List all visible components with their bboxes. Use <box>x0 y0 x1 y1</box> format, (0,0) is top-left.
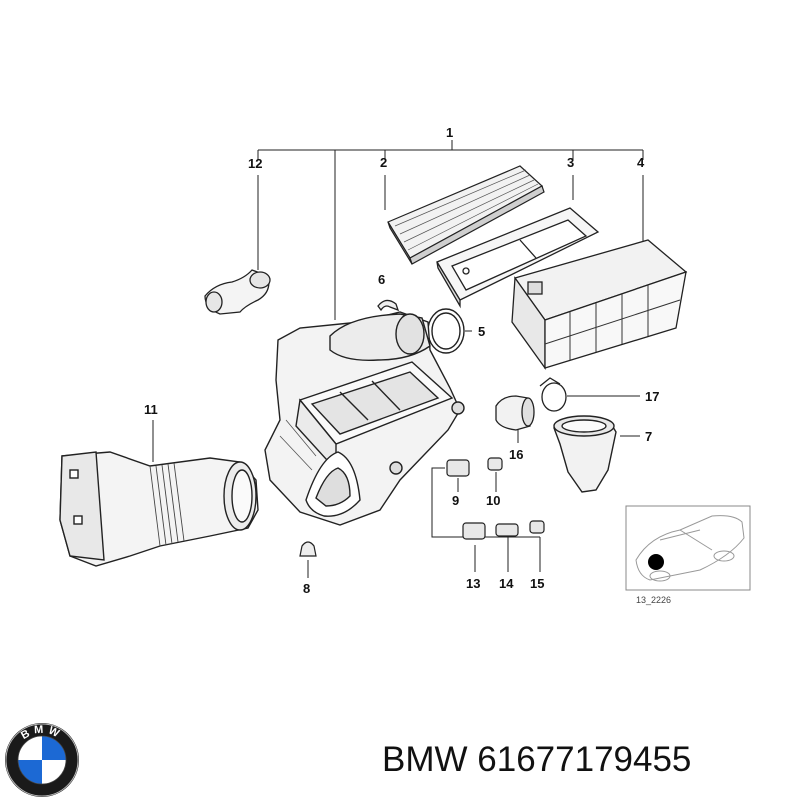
part-3-filter-frame <box>436 207 600 309</box>
brand-name: BMW <box>382 740 468 779</box>
callout-13: 13 <box>466 576 480 591</box>
part-1-filter-housing <box>264 311 465 526</box>
part-12-elbow-hose <box>204 269 271 315</box>
callout-4: 4 <box>637 155 645 170</box>
part-caption: BMW 61677179455 <box>382 738 792 782</box>
callout-10: 10 <box>486 493 500 508</box>
callout-11: 11 <box>144 402 158 417</box>
callout-8: 8 <box>303 581 310 596</box>
part-13-rubber-mount <box>462 522 486 540</box>
callout-3: 3 <box>567 155 574 170</box>
part-15-nut <box>529 520 545 534</box>
part-11-intake-duct <box>59 451 259 567</box>
callout-5: 5 <box>478 324 485 339</box>
callout-9: 9 <box>452 493 459 508</box>
callout-6: 6 <box>378 272 385 287</box>
inset-reference-code: 13_2226 <box>636 595 671 605</box>
callout-12: 12 <box>248 156 262 171</box>
part-number: 61677179455 <box>477 740 692 779</box>
location-marker-icon <box>648 554 664 570</box>
part-16-sleeve <box>495 395 535 431</box>
part-2-filter-element <box>387 165 545 265</box>
part-6-clip <box>377 299 400 312</box>
part-17-hose-clamp <box>539 377 567 412</box>
callout-7: 7 <box>645 429 652 444</box>
callout-14: 14 <box>499 576 514 591</box>
car-location-inset: 13_2226 <box>625 505 751 605</box>
callout-1: 1 <box>446 125 453 140</box>
callout-16: 16 <box>509 447 523 462</box>
callout-2: 2 <box>380 155 387 170</box>
part-7-resonator <box>553 415 617 493</box>
part-9-rubber-mount <box>446 459 470 477</box>
part-14-bushing <box>495 523 519 537</box>
part-8-grommet <box>299 541 317 557</box>
callout-15: 15 <box>530 576 544 591</box>
callout-17: 17 <box>645 389 659 404</box>
part-10-nut <box>487 457 503 471</box>
leader-lines <box>152 140 644 578</box>
part-5-o-ring <box>427 308 465 354</box>
part-4-grid-cover <box>511 239 688 371</box>
bmw-logo-icon: BMW <box>5 723 79 797</box>
